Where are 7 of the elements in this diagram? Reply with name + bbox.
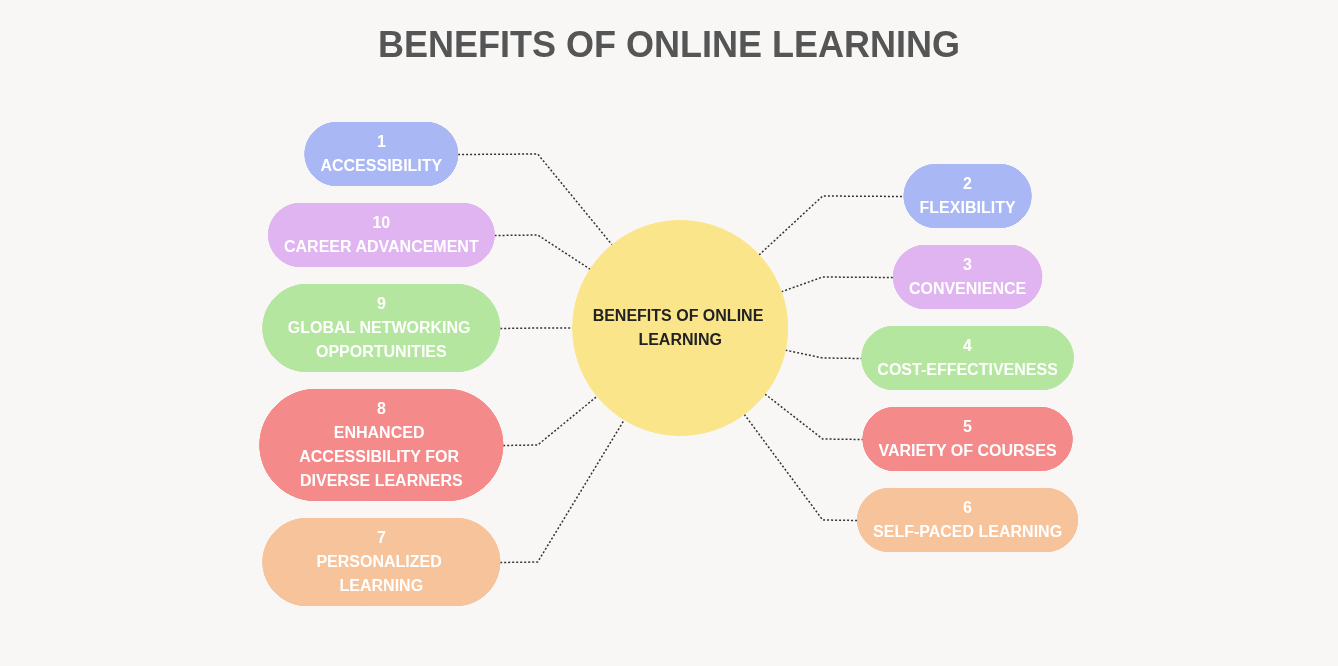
title: BENEFITS OF ONLINE LEARNING	[377, 24, 961, 67]
connector	[499, 419, 626, 564]
connector	[494, 234, 592, 270]
connector	[743, 413, 860, 522]
node-circle: BENEFITS OF ONLINE LEARNING	[572, 220, 789, 436]
connector	[764, 393, 865, 441]
connector	[502, 395, 599, 447]
